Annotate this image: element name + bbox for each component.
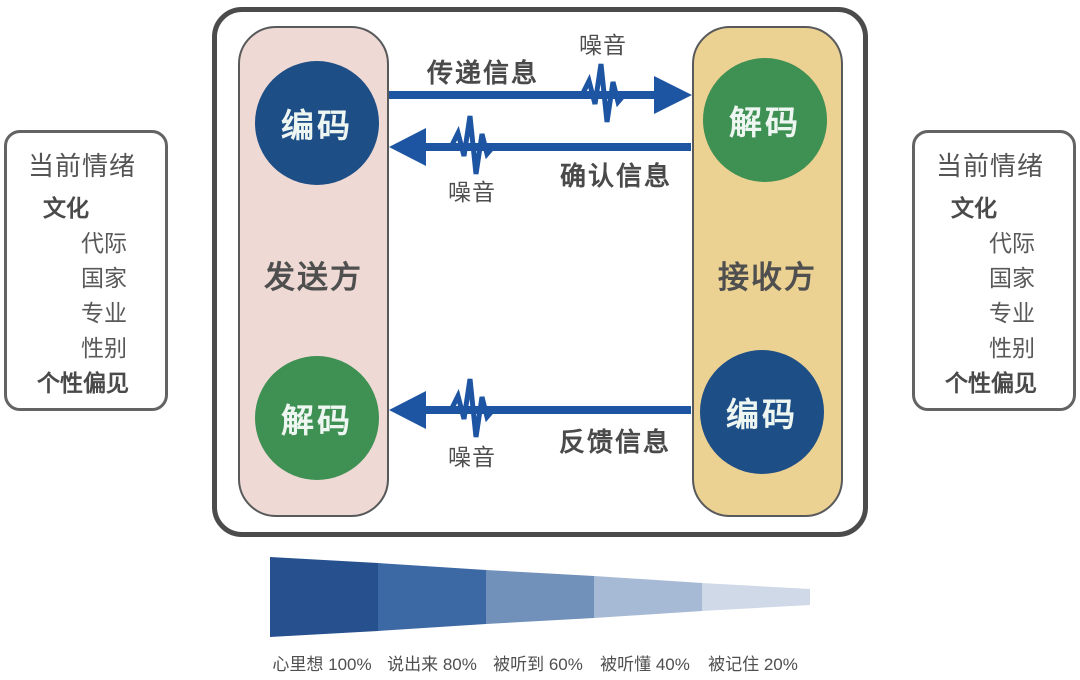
context-box-right: 当前情绪 文化 代际 国家 专业 性别 个性偏见 xyxy=(912,130,1076,411)
funnel-label: 被记住 20% xyxy=(708,655,798,674)
context-item: 文化 xyxy=(43,195,89,221)
confirm-label: 确认信息 xyxy=(559,161,672,191)
sender-label: 发送方 xyxy=(264,260,363,295)
sender-decode-circle: 解码 xyxy=(255,356,379,480)
context-item: 个性偏见 xyxy=(37,370,129,396)
funnel-segment xyxy=(378,563,486,631)
noise-label-feedback: 噪音 xyxy=(448,444,496,470)
context-item: 性别 xyxy=(989,335,1035,361)
feedback-label: 反馈信息 xyxy=(558,427,671,457)
context-title: 当前情绪 xyxy=(936,151,1045,181)
funnel-label: 说出来 80% xyxy=(387,655,477,674)
context-item: 代际 xyxy=(81,230,127,256)
noise-label-confirm: 噪音 xyxy=(448,179,496,205)
funnel-segment xyxy=(270,557,378,637)
context-item: 国家 xyxy=(81,265,127,291)
context-box-left: 当前情绪 文化 代际 国家 专业 性别 个性偏见 xyxy=(4,130,168,411)
sender-encode-circle: 编码 xyxy=(255,61,379,185)
receiver-label: 接收方 xyxy=(718,260,817,295)
context-title: 当前情绪 xyxy=(28,151,137,181)
funnel-segment xyxy=(486,570,594,624)
context-item: 代际 xyxy=(989,230,1035,256)
context-item: 专业 xyxy=(81,300,127,326)
funnel-label: 心里想 100% xyxy=(272,655,372,674)
receiver-decode-circle: 解码 xyxy=(703,58,827,182)
context-item: 性别 xyxy=(81,335,127,361)
funnel-segment xyxy=(594,576,702,618)
context-item: 个性偏见 xyxy=(945,370,1037,396)
funnel-segment xyxy=(702,583,810,611)
funnel-label: 被听懂 40% xyxy=(600,655,690,674)
noise-label-transmit: 噪音 xyxy=(579,32,627,58)
context-item: 专业 xyxy=(989,300,1035,326)
funnel-chart xyxy=(270,557,810,637)
context-item: 文化 xyxy=(951,195,997,221)
receiver-encode-circle: 编码 xyxy=(700,350,824,474)
funnel-label: 被听到 60% xyxy=(493,655,583,674)
transmit-label: 传递信息 xyxy=(426,58,539,88)
context-item: 国家 xyxy=(989,265,1035,291)
